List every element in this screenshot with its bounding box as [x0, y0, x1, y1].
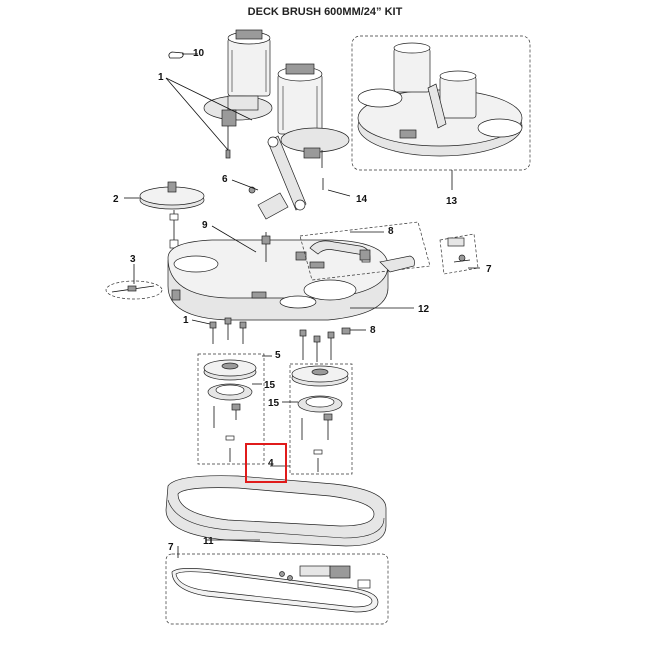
part-1-bolts — [209, 317, 351, 362]
callout-5: 5 — [275, 350, 281, 361]
part-7-bracket — [439, 233, 479, 275]
callout-12: 12 — [418, 304, 430, 315]
part-2-plate — [139, 181, 205, 261]
callout-11: 11 — [203, 536, 214, 547]
callout-8-top: 8 — [388, 226, 394, 237]
callout-1-top: 1 — [158, 72, 164, 83]
callout-4: 4 — [268, 458, 274, 469]
callout-15-right: 15 — [268, 398, 280, 409]
part-5-left-hub-group — [197, 353, 265, 465]
part-10-clip — [168, 51, 190, 59]
callout-8-mid: 8 — [370, 325, 376, 336]
callout-3: 3 — [130, 254, 136, 265]
part-7-bottom-strip-group — [165, 553, 389, 625]
callout-7-right: 7 — [486, 264, 492, 275]
right-hub-group — [289, 363, 353, 475]
callout-1-mid: 1 — [183, 315, 189, 326]
callout-13: 13 — [446, 196, 458, 207]
callout-14: 14 — [356, 194, 368, 205]
motor-centre — [277, 63, 350, 168]
diagram-title: DECK BRUSH 600MM/24” KIT — [248, 6, 403, 18]
motor-left — [203, 29, 273, 159]
callout-15-left: 15 — [264, 380, 276, 391]
part-8-hose-set — [299, 221, 431, 281]
part-11-skirt — [165, 475, 387, 547]
callout-6: 6 — [222, 174, 228, 185]
part-12-deck-plate — [167, 232, 389, 321]
leader-lines — [124, 53, 480, 558]
callout-7-bottom: 7 — [168, 542, 174, 553]
callout-2: 2 — [113, 194, 119, 205]
callout-10: 10 — [193, 48, 205, 59]
part-6-linkage — [248, 135, 307, 220]
callout-9: 9 — [202, 220, 208, 231]
inset-13-assembled-view — [351, 35, 531, 171]
highlight-box — [245, 443, 287, 483]
